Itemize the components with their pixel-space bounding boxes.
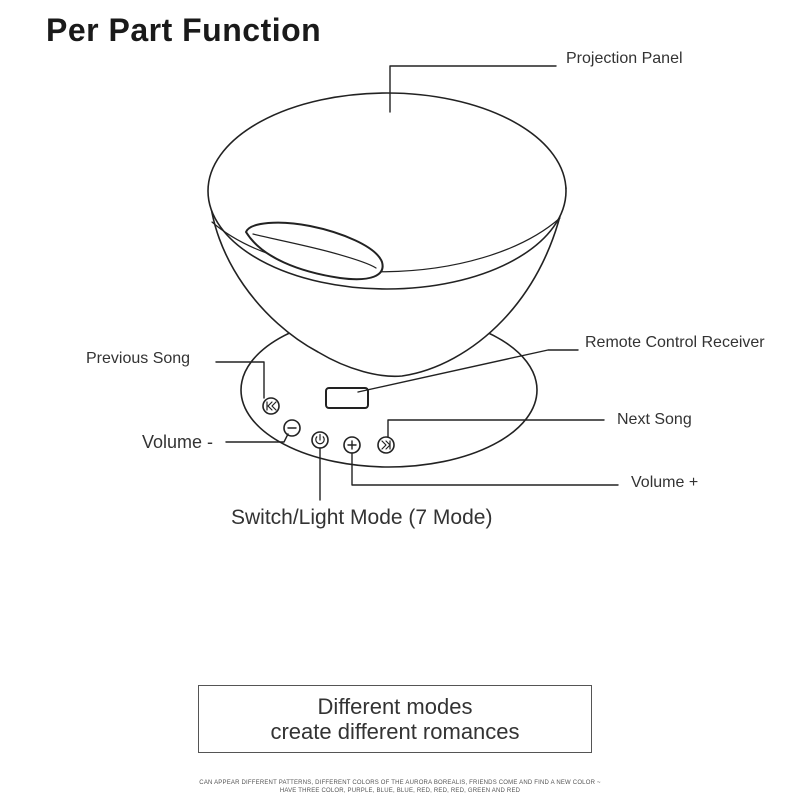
tagline-line-1: Different modes [317,694,473,719]
footnote-line-2: HAVE THREE COLOR, PURPLE, BLUE, BLUE, RE… [279,788,521,794]
label-remote-receiver: Remote Control Receiver [585,334,765,351]
label-previous-song: Previous Song [86,350,191,367]
tagline-box: Different modes create different romance… [198,685,592,753]
label-volume-minus: Volume - [142,432,214,452]
leader-next-song [387,419,605,438]
footnote-line-1: CAN APPEAR DIFFERENT PATTERNS, DIFFERENT… [199,780,601,786]
leader-volume-plus [351,452,619,486]
label-next-song: Next Song [617,411,692,428]
label-projection-panel: Projection Panel [566,50,683,67]
page-title: Per Part Function [46,12,322,48]
label-switch-mode: Switch/Light Mode (7 Mode) [231,506,493,529]
volume-minus-button [283,419,301,437]
prev-song-button [262,397,280,415]
next-song-button [377,436,395,454]
leader-previous-song [215,361,265,399]
handle-slot [245,221,384,281]
power-mode-button [311,431,329,449]
remote-receiver-window [325,387,369,409]
leader-projection-panel [389,65,557,113]
leader-remote-receiver [357,349,579,393]
leader-volume-minus [225,433,289,443]
projection-panel [207,92,567,290]
volume-plus-button [343,436,361,454]
tagline-line-2: create different romances [270,719,520,744]
label-volume-plus: Volume + [631,474,699,491]
